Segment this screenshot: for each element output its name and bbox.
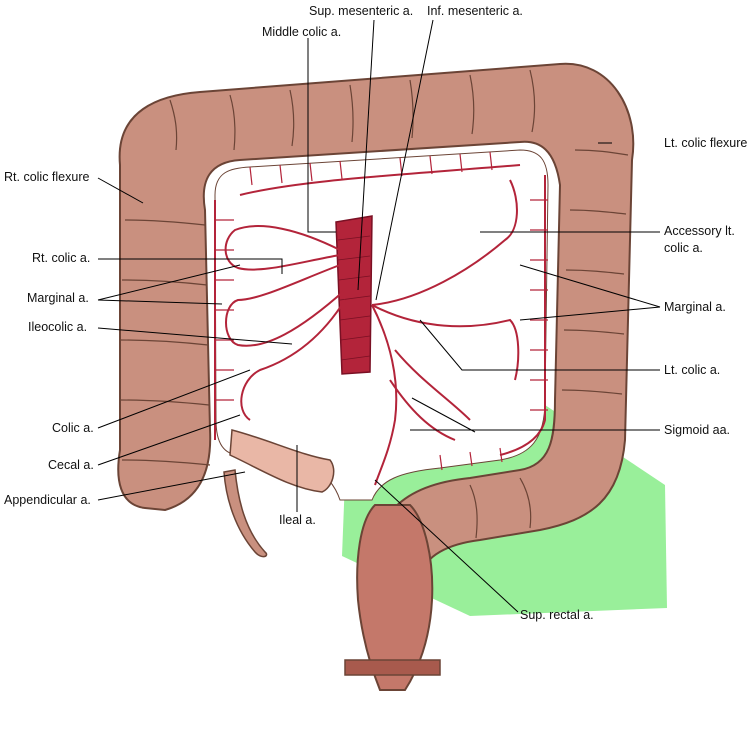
sma-texture xyxy=(337,235,371,361)
label-sup-rectal: Sup. rectal a. xyxy=(520,608,594,622)
label-cecal: Cecal a. xyxy=(48,458,94,472)
haustra xyxy=(119,69,629,539)
label-middle-colic: Middle colic a. xyxy=(262,25,341,39)
label-inf-mesenteric: Inf. mesenteric a. xyxy=(427,4,523,18)
label-lt-colic: Lt. colic a. xyxy=(664,363,720,377)
label-sup-mesenteric: Sup. mesenteric a. xyxy=(309,4,413,18)
label-ileal: Ileal a. xyxy=(279,513,316,527)
label-rt-colic: Rt. colic a. xyxy=(32,251,90,265)
vasa-recta xyxy=(216,151,548,471)
anal-canal xyxy=(344,659,441,676)
label-sigmoid: Sigmoid aa. xyxy=(664,423,730,437)
label-ileocolic: Ileocolic a. xyxy=(28,320,87,334)
label-appendicular: Appendicular a. xyxy=(4,493,91,507)
label-accessory-lt-colic-2: colic a. xyxy=(664,241,703,255)
appendix xyxy=(223,469,268,558)
superior-mesenteric-artery-trunk xyxy=(335,215,373,375)
leader-lines xyxy=(97,19,661,613)
label-rt-colic-flexure: Rt. colic flexure xyxy=(4,170,89,184)
terminal-ileum xyxy=(229,429,335,493)
label-lt-colic-flexure: Lt. colic flexure xyxy=(664,136,747,150)
label-marginal-left: Marginal a. xyxy=(27,291,89,305)
rectum xyxy=(356,504,434,691)
arterial-arcades xyxy=(214,164,546,486)
label-colic: Colic a. xyxy=(52,421,94,435)
colon xyxy=(117,62,635,577)
label-marginal-right: Marginal a. xyxy=(664,300,726,314)
label-accessory-lt-colic-1: Accessory lt. xyxy=(664,224,735,238)
